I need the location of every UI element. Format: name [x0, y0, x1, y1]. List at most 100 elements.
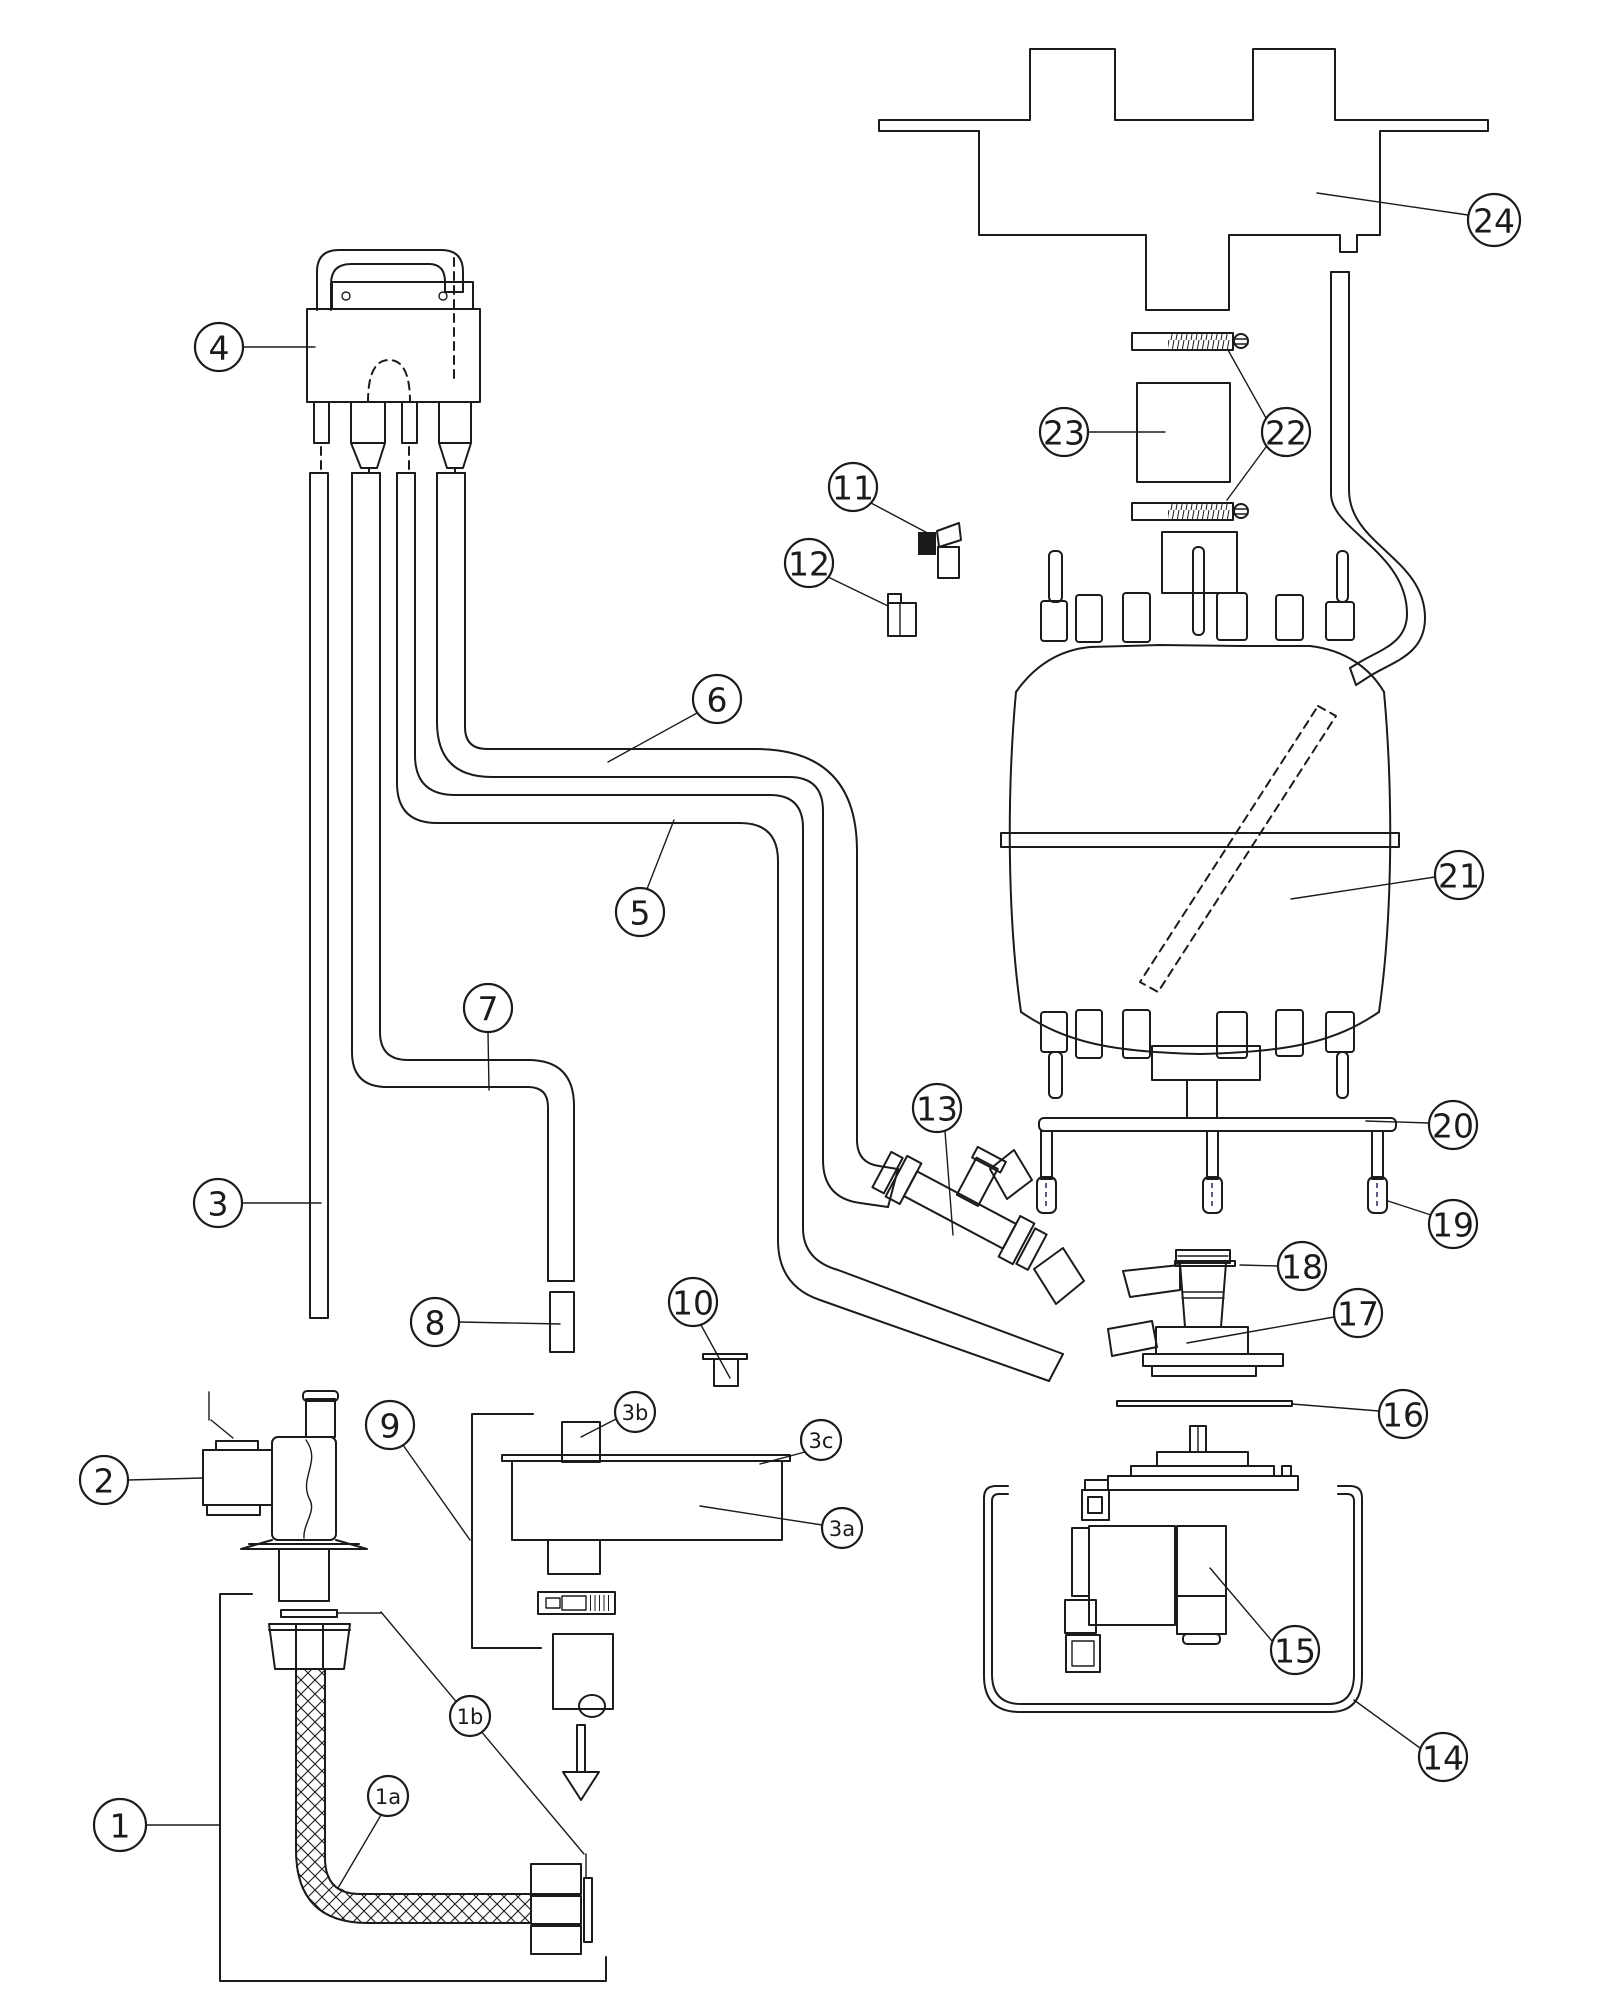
- callout-label-1b: 1b: [457, 1705, 484, 1729]
- callout-2: 2: [78, 1454, 204, 1506]
- fill-tube: [309, 472, 329, 1319]
- volute-funnel: [1107, 1249, 1284, 1377]
- callout-label-21: 21: [1438, 857, 1480, 896]
- callout-circle-3a: [820, 1506, 864, 1550]
- callout-7: 7: [462, 982, 514, 1091]
- inlet-manifold: [306, 249, 481, 474]
- callout-13: 13: [911, 1082, 963, 1236]
- callout-label-1: 1: [110, 1807, 131, 1846]
- callout-circle-21: [1433, 849, 1485, 901]
- outlet-cover: [552, 1633, 614, 1718]
- callout-label-22: 22: [1265, 414, 1307, 453]
- callout-10: 10: [667, 1276, 731, 1379]
- callout-circle-22: [1260, 406, 1312, 458]
- callout-circle-3b: [613, 1390, 657, 1434]
- tank-inlet-hose: [1330, 271, 1426, 686]
- callout-3: 3: [192, 1177, 322, 1229]
- pump-motor: [1064, 1425, 1299, 1673]
- callout-circle-2: [78, 1454, 130, 1506]
- callout-5: 5: [614, 819, 675, 938]
- gasket-ring: [1116, 1400, 1293, 1407]
- callout-label-7: 7: [478, 990, 499, 1029]
- callout-21: 21: [1290, 849, 1485, 901]
- callout-3c: 3c: [759, 1418, 843, 1465]
- callout-3b: 3b: [580, 1390, 657, 1438]
- drain-hose: [268, 1609, 593, 1955]
- mount-rail: [1036, 1117, 1397, 1214]
- callout-label-10: 10: [672, 1284, 714, 1323]
- callout-circle-7: [462, 982, 514, 1034]
- callout-label-3: 3: [208, 1185, 229, 1224]
- callout-label-5: 5: [630, 894, 651, 933]
- callout-18: 18: [1239, 1240, 1328, 1292]
- callout-label-24: 24: [1473, 202, 1515, 241]
- callout-label-3a: 3a: [829, 1517, 855, 1541]
- nozzle-fitting: [887, 593, 917, 637]
- latch-clip: [537, 1591, 616, 1615]
- callout-label-23: 23: [1043, 414, 1085, 453]
- callout-circle-9: [364, 1399, 416, 1451]
- inlet-valve: [202, 1390, 368, 1602]
- flat-seal: [1174, 1260, 1236, 1267]
- grommet: [702, 1353, 748, 1387]
- hose-clamp-lower: [1131, 502, 1249, 521]
- callout-16: 16: [1291, 1388, 1429, 1440]
- callout-circle-20: [1427, 1099, 1479, 1151]
- callout-label-9: 9: [380, 1407, 401, 1446]
- callout-label-2: 2: [94, 1462, 115, 1501]
- callout-14: 14: [1353, 1699, 1469, 1783]
- callout-1b: 1b: [380, 1611, 585, 1855]
- callout-circle-19: [1427, 1198, 1479, 1250]
- callout-circle-5: [614, 886, 666, 938]
- callout-label-13: 13: [916, 1090, 958, 1129]
- air-gap-body: [511, 1460, 783, 1575]
- callout-19: 19: [1387, 1198, 1479, 1250]
- hose-segment-b: [1033, 1247, 1085, 1305]
- callout-label-18: 18: [1281, 1248, 1323, 1287]
- hose-5: [396, 472, 1064, 1382]
- callout-circle-24: [1466, 192, 1522, 248]
- callout-23: 23: [1038, 406, 1166, 458]
- callout-15: 15: [1209, 1567, 1321, 1676]
- callout-11: 11: [827, 461, 936, 538]
- callout-label-8: 8: [425, 1304, 446, 1343]
- callout-circle-16: [1377, 1388, 1429, 1440]
- callout-label-1a: 1a: [375, 1785, 401, 1809]
- callout-circle-3: [192, 1177, 244, 1229]
- callout-label-15: 15: [1274, 1632, 1316, 1671]
- callout-circle-1a: [366, 1774, 410, 1818]
- callout-12: 12: [783, 537, 889, 607]
- callout-17: 17: [1186, 1287, 1384, 1344]
- callout-circle-4: [193, 321, 245, 373]
- callout-label-20: 20: [1432, 1107, 1474, 1146]
- disposer-tank: [1000, 531, 1400, 1119]
- callout-3a: 3a: [699, 1505, 864, 1550]
- callout-6: 6: [607, 673, 743, 763]
- group-bracket-9: [471, 1413, 542, 1649]
- callout-label-4: 4: [209, 329, 230, 368]
- mounting-bracket: [878, 48, 1489, 311]
- callout-label-17: 17: [1337, 1295, 1379, 1334]
- flow-direction-arrow: [562, 1724, 600, 1801]
- hose-6: [436, 472, 899, 1208]
- coupler-hose: [871, 1145, 1048, 1271]
- hose-clamp-upper: [1131, 332, 1249, 351]
- callout-circle-6: [691, 673, 743, 725]
- callout-8: 8: [409, 1296, 561, 1348]
- callout-22: 22: [1226, 349, 1312, 501]
- callout-24: 24: [1316, 192, 1522, 248]
- callout-circle-10: [667, 1276, 719, 1328]
- callout-circle-12: [783, 537, 835, 589]
- callout-9: 9: [364, 1399, 471, 1541]
- callout-circle-13: [911, 1082, 963, 1134]
- callout-label-11: 11: [832, 469, 874, 508]
- callout-label-16: 16: [1382, 1396, 1424, 1435]
- callout-layer: 11a1b233a3b3c456789101112131415161718192…: [78, 192, 1522, 1889]
- callout-circle-18: [1276, 1240, 1328, 1292]
- callout-label-19: 19: [1432, 1206, 1474, 1245]
- callout-20: 20: [1365, 1099, 1479, 1151]
- callout-1a: 1a: [337, 1774, 410, 1889]
- callout-circle-1b: [448, 1694, 492, 1738]
